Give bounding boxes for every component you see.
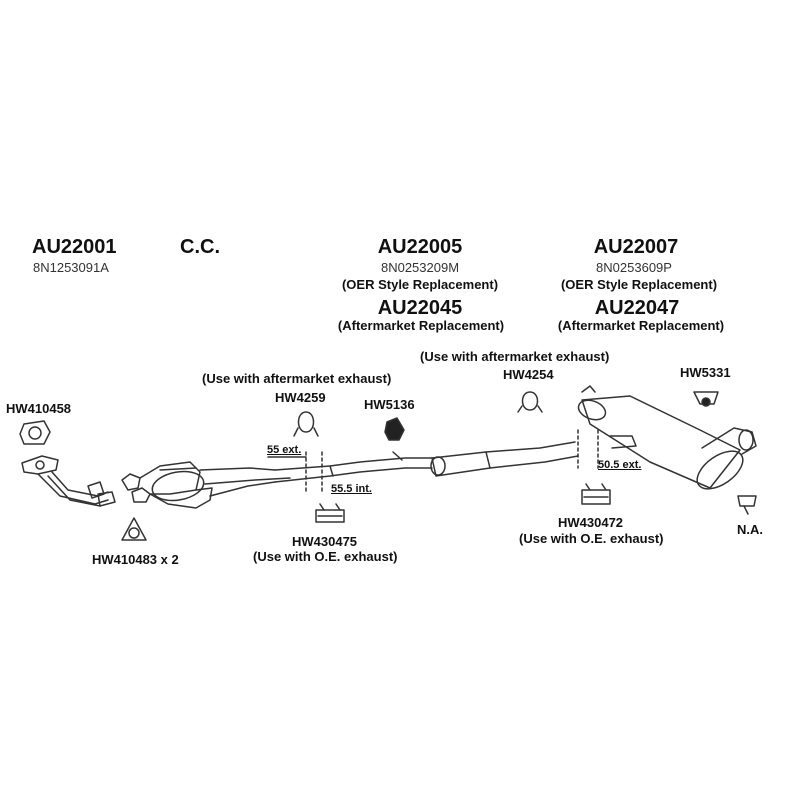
hanger-na-icon [737,495,757,515]
hw5136-label: HW5136 [364,397,415,412]
hw430472-label: HW430472 [558,515,624,530]
clamp-hw430475-icon [315,503,345,523]
catalytic-converter-icon [121,461,291,509]
clamp-hw4254-icon [517,391,543,413]
hw410483-label: HW410483 x 2 [92,552,179,567]
muffler-oer-note: (OER Style Replacement) [560,277,718,292]
oem-number-front-pipe: 8N1253091A [33,260,109,275]
muffler-aftermarket-note: (Aftermarket Replacement) [557,318,725,333]
hw430475-label: HW430475 [292,534,358,549]
part-number-au22001: AU22001 [32,236,117,258]
dimension-55-5-int: 55.5 int. [331,483,372,495]
clamp-hw430472-icon [581,483,611,505]
hw430472-note: (Use with O.E. exhaust) [519,531,664,546]
resonator-icon [430,441,579,477]
front-pipe-icon [21,455,116,507]
hw4254-label: HW4254 [503,367,554,382]
oem-number-muffler: 8N0253609P [596,260,672,275]
muffler-icon [577,385,757,490]
hw430475-note: (Use with O.E. exhaust) [253,549,398,564]
hw410458-label: HW410458 [6,401,72,416]
oem-number-resonator: 8N0253209M [380,260,460,275]
resonator-oer-note: (OER Style Replacement) [341,277,499,292]
part-number-au22047: AU22047 [594,297,680,319]
part-number-au22045: AU22045 [377,297,463,319]
intermediate-pipe-icon [267,451,433,495]
part-number-au22007: AU22007 [593,236,679,258]
hanger-hw5136-icon [384,417,405,441]
hw4259-note: (Use with aftermarket exhaust) [202,371,392,386]
dimension-50-5-ext: 50.5 ext. [598,459,642,471]
resonator-aftermarket-note: (Aftermarket Replacement) [337,318,505,333]
triangle-gasket-hw410483-icon [121,517,147,541]
catalytic-label: C.C. [180,236,220,258]
hw4259-label: HW4259 [275,390,326,405]
dimension-55-ext: 55 ext. [267,444,302,456]
hw4254-note: (Use with aftermarket exhaust) [420,349,610,364]
flange-gasket-hw410458-icon [19,420,51,445]
hw5331-label: HW5331 [680,365,731,380]
na-label: N.A. [737,522,763,537]
hanger-hw5331-icon [693,391,719,407]
clamp-hw4259-icon [293,411,319,437]
part-number-au22005: AU22005 [377,236,463,258]
